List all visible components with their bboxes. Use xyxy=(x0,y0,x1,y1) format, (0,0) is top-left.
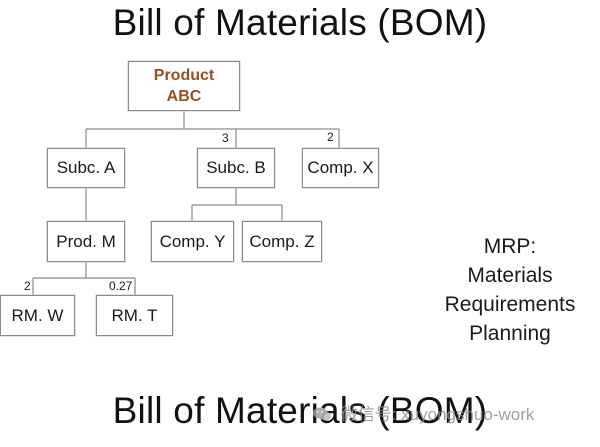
node-rm-w: RM. W xyxy=(0,295,75,336)
mrp-line-2: Materials xyxy=(467,264,553,287)
qty-comp-x: 2 xyxy=(327,130,334,144)
node-comp-x: Comp. X xyxy=(302,148,379,188)
slide-title: Bill of Materials (BOM) xyxy=(112,2,488,43)
node-subc-a: Subc. A xyxy=(47,148,125,188)
node-subc-b: Subc. B xyxy=(197,148,275,188)
qty-rm-t: 0.27 xyxy=(109,279,133,293)
mrp-line-4: Planning xyxy=(469,322,551,345)
qty-subc-b: 3 xyxy=(222,131,229,145)
qty-rm-w: 2 xyxy=(24,279,31,293)
mrp-line-1: MRP: xyxy=(483,235,537,258)
node-rm-t: RM. T xyxy=(96,295,173,336)
mrp-caption: MRP: Materials Requirements Planning xyxy=(430,232,590,348)
node-product-abc: Product ABC xyxy=(128,61,240,111)
wechat-logo-icon xyxy=(313,407,331,421)
watermark-text: 微信号: xuyongshuo-work xyxy=(340,405,535,424)
node-product-abc-line2: ABC xyxy=(166,88,202,105)
node-prod-m: Prod. M xyxy=(47,221,125,262)
node-comp-z: Comp. Z xyxy=(242,221,322,262)
slide-title-repeat: Bill of Materials (BOM) xyxy=(112,390,488,431)
watermark: 微信号: xuyongshuo-work xyxy=(312,400,534,425)
node-product-abc-line1: Product xyxy=(153,67,215,84)
mrp-line-3: Requirements xyxy=(444,293,576,316)
node-comp-y: Comp. Y xyxy=(151,221,234,262)
